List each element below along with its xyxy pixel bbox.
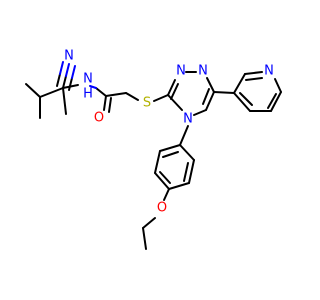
bond	[233, 92, 251, 112]
bond	[153, 94, 169, 102]
bond	[142, 227, 147, 250]
molecule-diagram: N N H O S N N N N O	[25, 49, 282, 250]
bond	[95, 87, 107, 97]
carbonyl-o-label: O	[94, 111, 104, 126]
bond	[103, 95, 107, 111]
bond	[159, 144, 181, 152]
thioether-s-label: S	[143, 96, 151, 111]
bond	[205, 91, 215, 111]
amide-n-label: N	[83, 72, 93, 87]
bond	[167, 94, 183, 111]
bond	[170, 83, 179, 100]
bond	[270, 91, 282, 112]
bond	[193, 109, 207, 116]
triazole-n-bottom-label: N	[183, 112, 193, 127]
bond	[188, 159, 195, 184]
bond	[62, 87, 67, 115]
bond	[105, 92, 127, 97]
bond	[125, 92, 139, 101]
bond	[245, 77, 263, 81]
bond	[179, 125, 189, 146]
bond	[202, 88, 210, 105]
bond	[59, 61, 64, 75]
bond	[233, 73, 246, 94]
bond	[65, 63, 70, 77]
bond	[183, 162, 189, 182]
structure-svg: N N H O S N N N N O	[25, 49, 282, 250]
bond	[154, 172, 170, 190]
bond	[62, 84, 79, 89]
bond	[274, 78, 282, 93]
bond	[267, 93, 277, 109]
bond	[142, 217, 156, 229]
bond	[25, 83, 41, 98]
bond	[159, 171, 171, 184]
bond	[179, 144, 195, 161]
amide-h-label: H	[83, 87, 93, 102]
bond	[239, 92, 253, 106]
bond	[39, 87, 64, 98]
bond	[108, 97, 112, 113]
triazole-n-top-left-label: N	[176, 64, 186, 79]
ether-o-label: O	[157, 201, 167, 216]
bond	[56, 73, 61, 87]
pyridine-n-label: N	[264, 64, 274, 79]
bond	[167, 79, 176, 96]
triazole-n-top-right-label: N	[198, 64, 208, 79]
bond	[62, 75, 67, 89]
bond	[206, 77, 215, 93]
bond	[213, 91, 235, 94]
bond	[68, 77, 73, 91]
bond	[244, 71, 263, 75]
bond	[168, 182, 190, 190]
bond	[89, 85, 97, 89]
bond	[162, 151, 179, 158]
bond	[163, 188, 170, 201]
nitrile-n-label: N	[64, 49, 74, 64]
bond	[154, 150, 161, 174]
bond	[71, 65, 76, 79]
